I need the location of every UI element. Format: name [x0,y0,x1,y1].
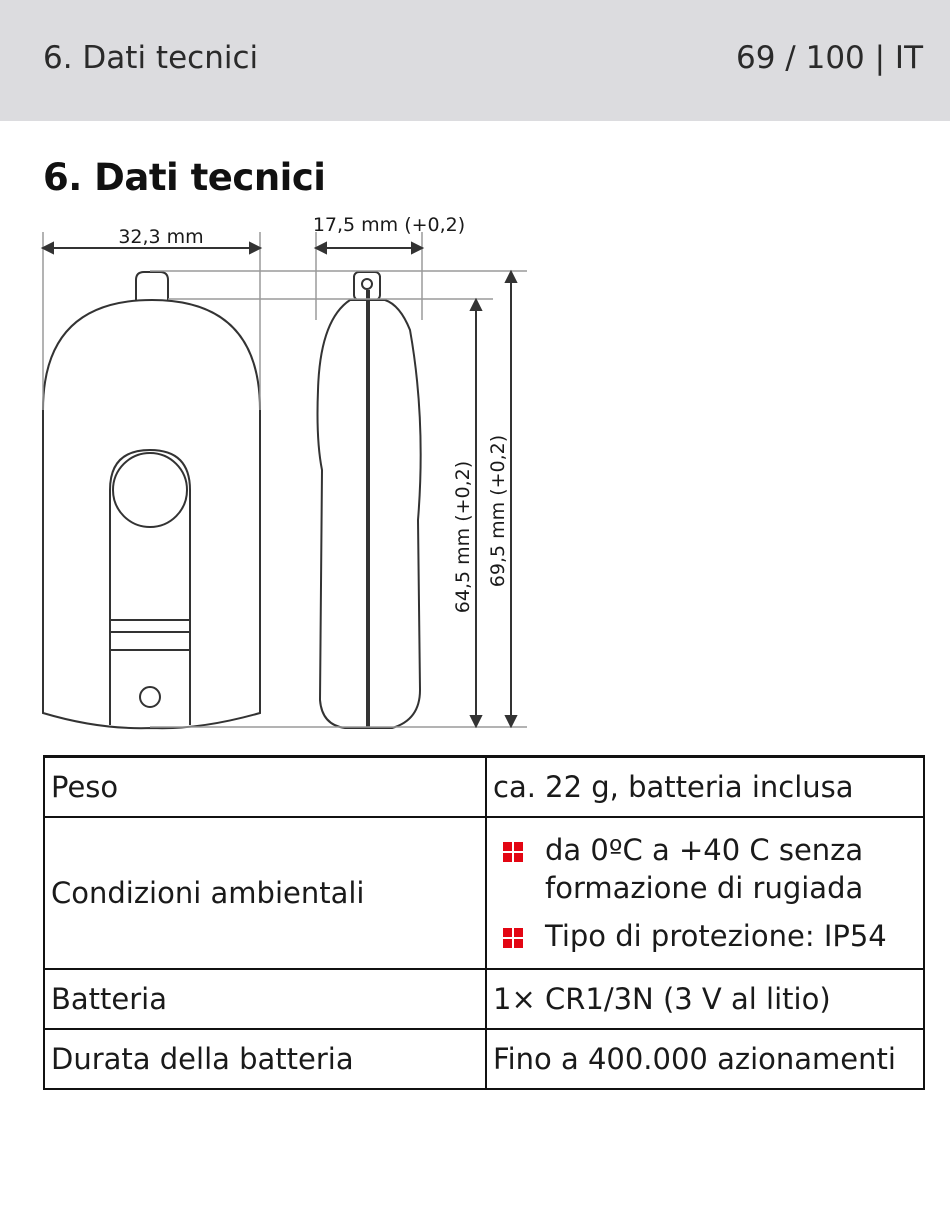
spec-value: Fino a 400.000 azionamenti [485,1028,925,1090]
spec-value: da 0ºC a +40 C senza formazione di rugia… [485,816,925,970]
front-view-hole [139,686,161,708]
spec-label: Batteria [43,968,487,1030]
spec-label: Durata della batteria [43,1028,487,1090]
red-square-bullet-icon [503,928,523,948]
front-view-slot [109,448,191,725]
specs-table: Peso ca. 22 g, batteria inclusa Condizio… [43,755,925,1090]
width-dimension-label: 32,3 mm [118,226,203,248]
page-header: 6. Dati tecnici 69 / 100 | IT [0,0,950,121]
table-row: Durata della batteria Fino a 400.000 azi… [43,1028,925,1090]
technical-drawing: 32,3 mm 17,5 mm (+0,2) 64,5 mm (+0,2) 69… [40,214,527,730]
spec-label: Condizioni ambientali [43,816,487,970]
list-item: Tipo di protezione: IP54 [493,917,917,955]
conditions-list: da 0ºC a +40 C senza formazione di rugia… [493,831,917,955]
outer-height-dimension-label: 69,5 mm (+0,2) [487,435,509,587]
red-square-bullet-icon [503,842,523,862]
spec-value: ca. 22 g, batteria inclusa [485,755,925,818]
page-number: 69 / 100 | IT [736,40,923,76]
table-row: Condizioni ambientali da 0ºC a +40 C sen… [43,816,925,970]
spec-value: 1× CR1/3N (3 V al litio) [485,968,925,1030]
spec-label: Peso [43,755,487,818]
front-view-tab [135,271,169,300]
section-heading: 6. Dati tecnici [43,156,326,199]
front-view-outline [42,298,261,730]
header-section-title: 6. Dati tecnici [43,40,259,76]
depth-dimension-label: 17,5 mm (+0,2) [313,214,465,236]
list-item: da 0ºC a +40 C senza formazione di rugia… [493,831,917,907]
inner-height-dimension-label: 64,5 mm (+0,2) [452,461,474,613]
table-row: Batteria 1× CR1/3N (3 V al litio) [43,968,925,1030]
front-view-button [112,452,188,528]
side-view-outline [316,299,422,729]
table-row: Peso ca. 22 g, batteria inclusa [43,755,925,818]
